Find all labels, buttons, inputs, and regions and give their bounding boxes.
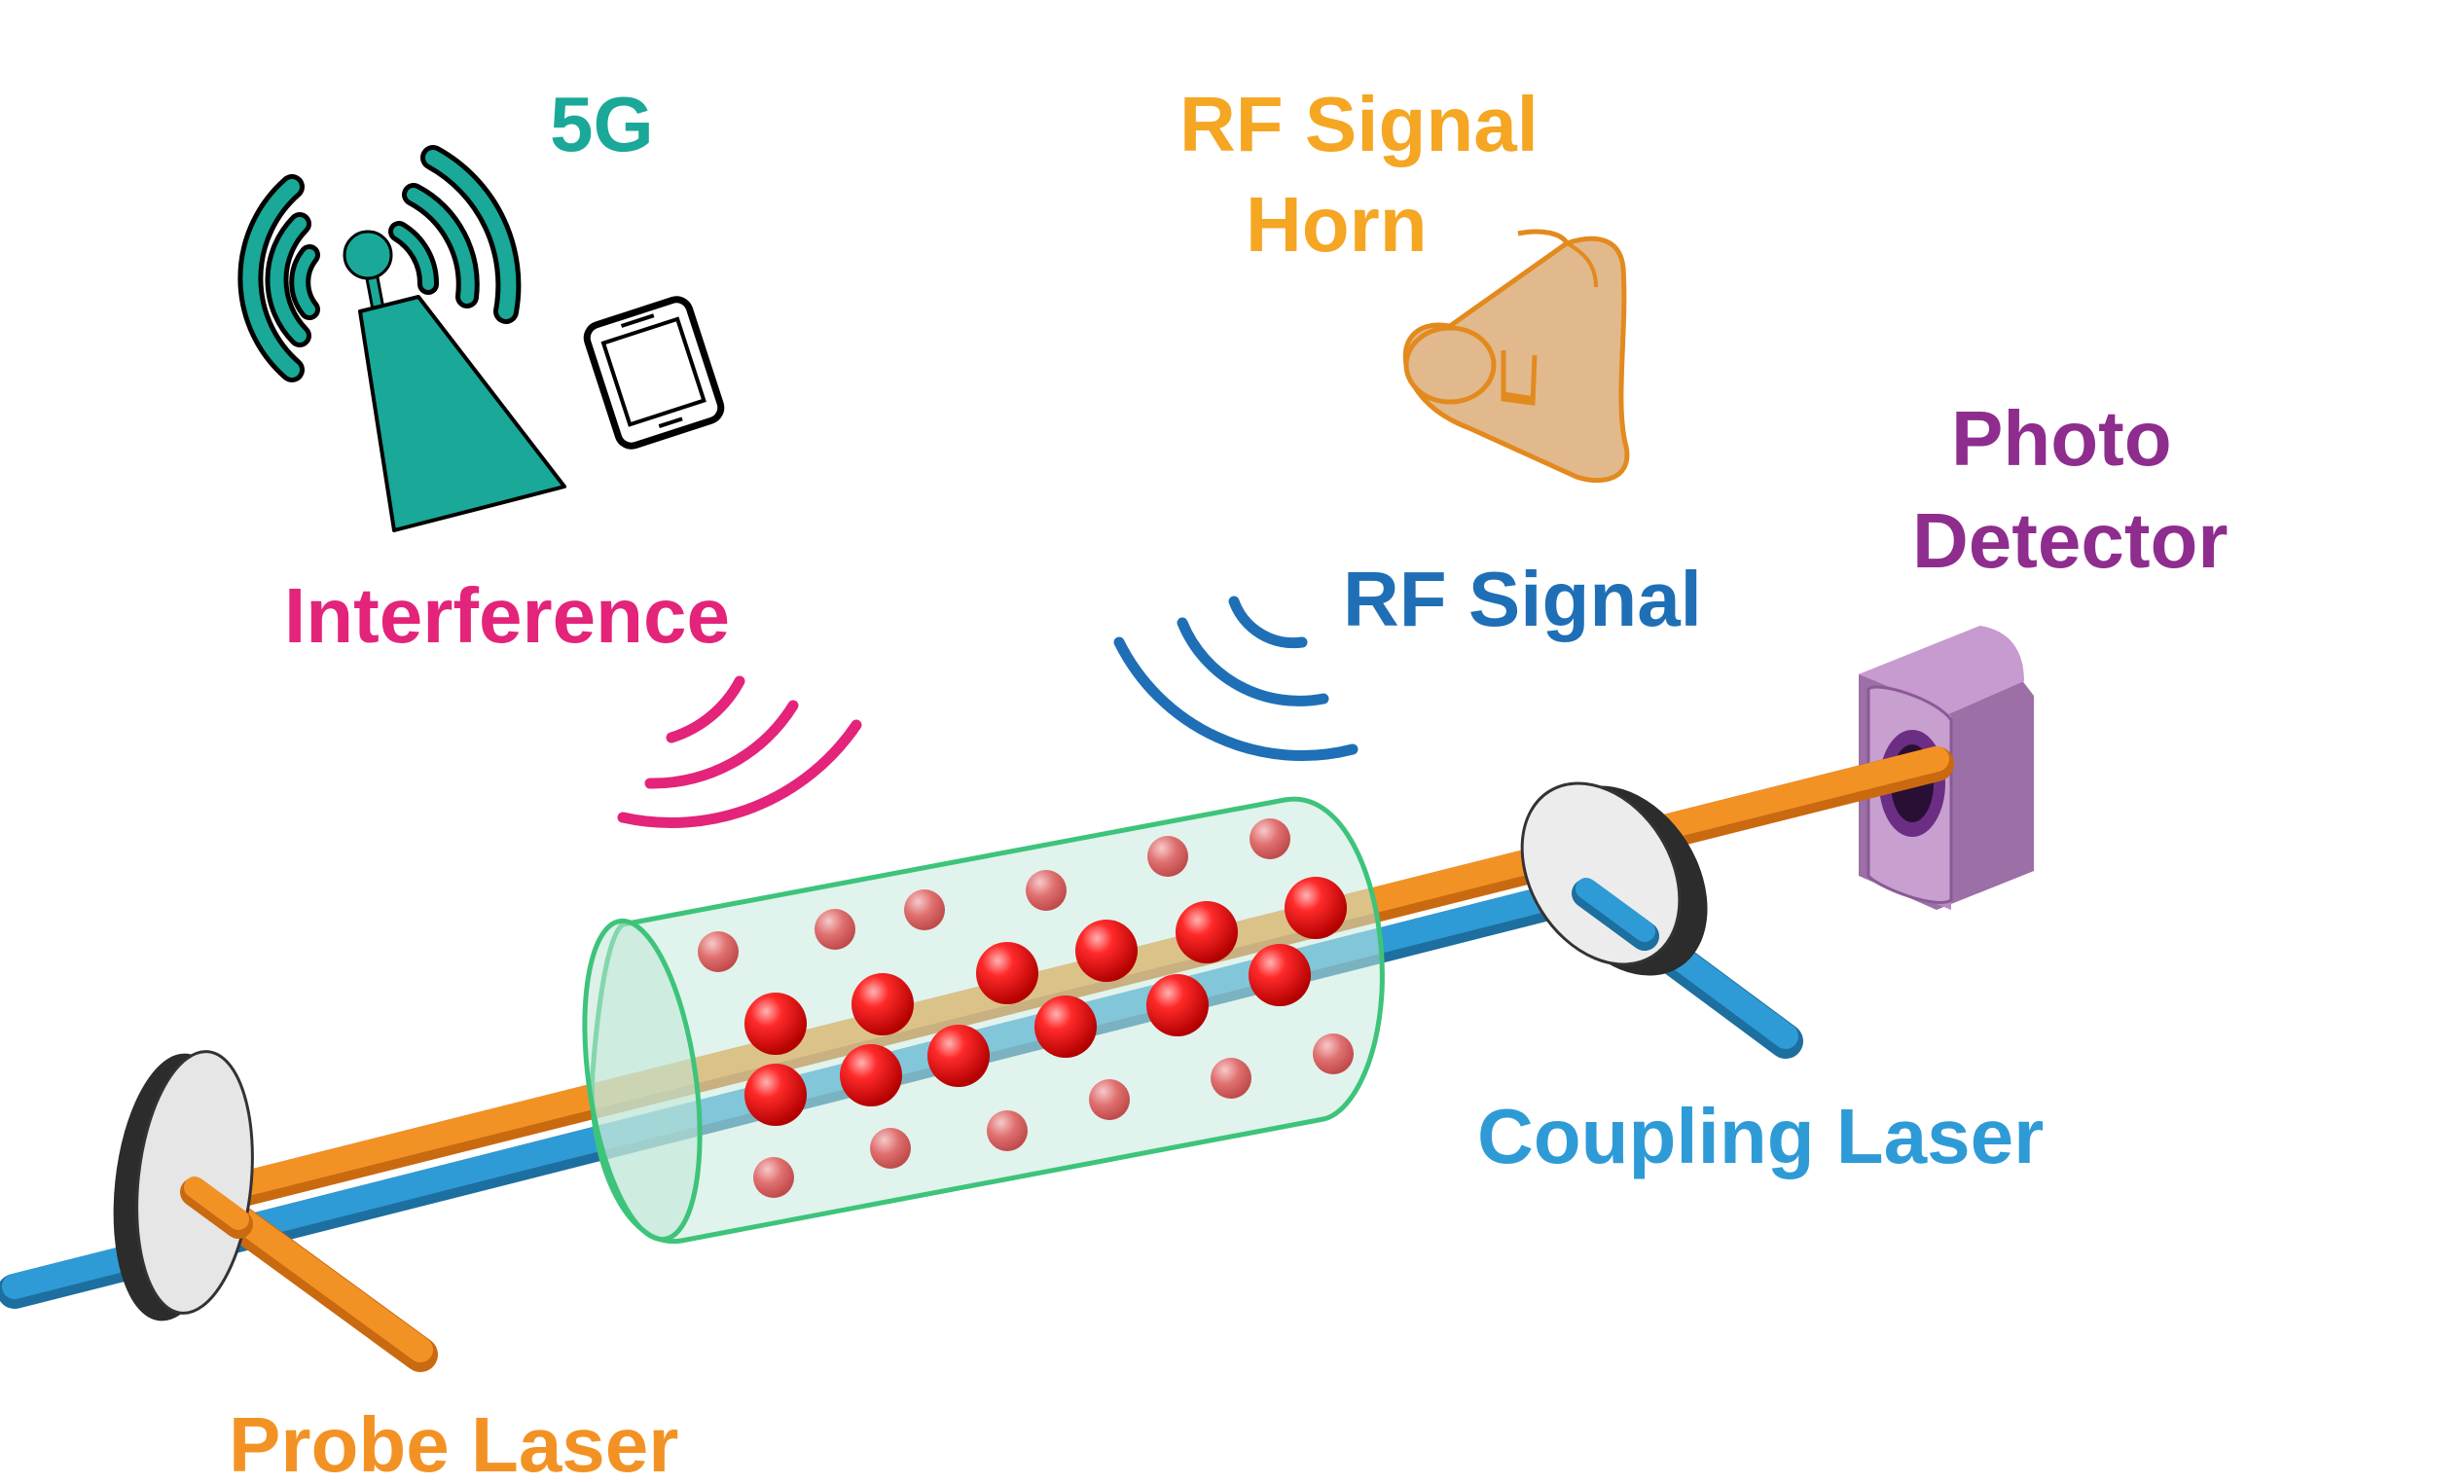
atom bbox=[1211, 1058, 1251, 1099]
label-rf-signal: RF Signal bbox=[1343, 556, 1702, 642]
label-rf-horn-line1: RF Signal bbox=[1179, 81, 1539, 167]
atom bbox=[927, 1025, 990, 1087]
label-interference: Interference bbox=[284, 572, 730, 659]
atom bbox=[753, 1157, 794, 1198]
atom bbox=[904, 889, 945, 930]
atom bbox=[1176, 901, 1238, 963]
atom bbox=[870, 1128, 911, 1169]
label-5g: 5G bbox=[550, 81, 654, 167]
atom bbox=[744, 1064, 807, 1126]
atom bbox=[987, 1110, 1028, 1151]
atom bbox=[1089, 1079, 1130, 1120]
interference-waves-icon bbox=[617, 675, 862, 828]
atom bbox=[852, 973, 914, 1035]
label-rf-horn-line2: Horn bbox=[1246, 181, 1428, 268]
smartphone-icon bbox=[583, 296, 725, 450]
left-mirror bbox=[113, 1050, 254, 1321]
vapor-cell bbox=[582, 796, 1385, 1245]
label-photo-line2: Detector bbox=[1912, 497, 2228, 584]
atom bbox=[698, 931, 739, 972]
atom bbox=[1313, 1033, 1354, 1074]
atom bbox=[1147, 836, 1188, 877]
atom bbox=[815, 909, 855, 950]
atom bbox=[1249, 944, 1311, 1006]
rf-signal-waves-icon bbox=[1113, 596, 1359, 761]
excited-atoms bbox=[744, 877, 1347, 1126]
horn-antenna-icon bbox=[1402, 229, 1630, 484]
label-probe-laser: Probe Laser bbox=[229, 1401, 678, 1484]
label-coupling-laser: Coupling Laser bbox=[1477, 1093, 2044, 1179]
atom bbox=[1285, 877, 1347, 939]
atom bbox=[1075, 920, 1138, 982]
right-mirror bbox=[1520, 781, 1708, 976]
atom bbox=[976, 942, 1038, 1004]
label-photo-line1: Photo bbox=[1951, 395, 2172, 482]
cell-tower-icon bbox=[237, 145, 566, 532]
atom bbox=[1034, 995, 1097, 1058]
atom bbox=[1026, 870, 1067, 911]
atom bbox=[1146, 974, 1209, 1036]
background-atoms bbox=[698, 818, 1354, 1198]
atom bbox=[1250, 818, 1290, 859]
atom bbox=[744, 993, 807, 1055]
atom bbox=[840, 1044, 902, 1106]
